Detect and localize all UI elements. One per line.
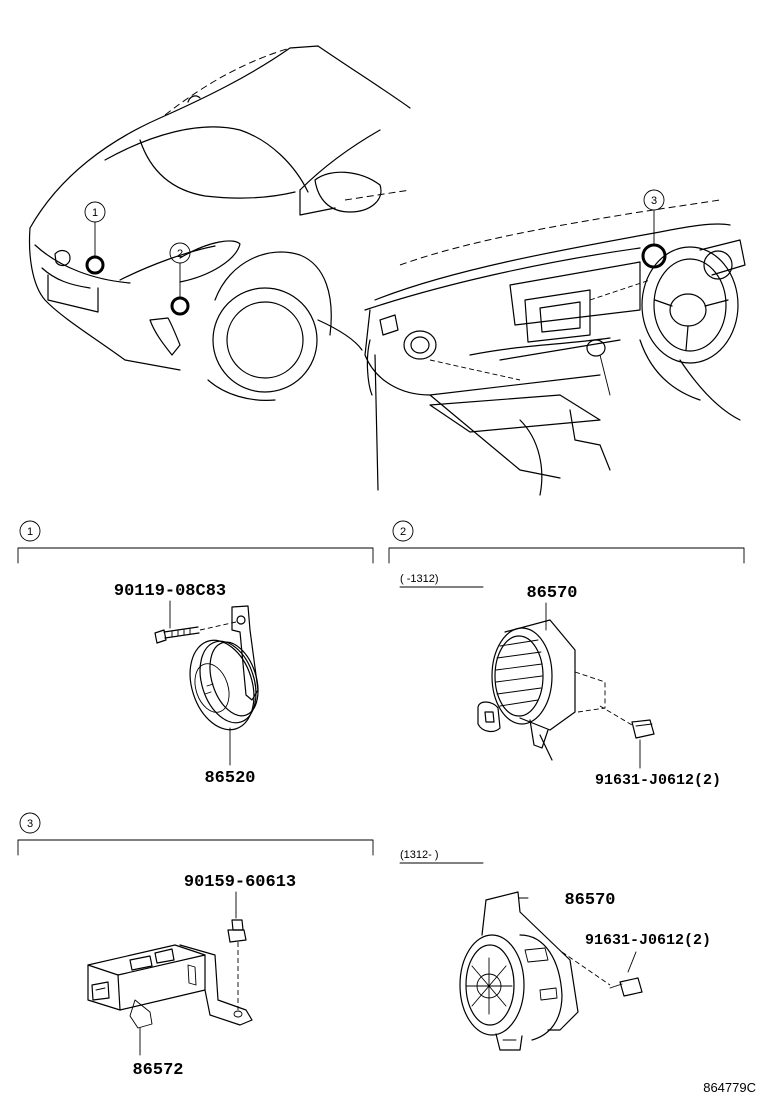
section-1-bracket [17,547,374,564]
section-3: 3 90159-60613 86572 [17,812,374,1080]
section-1-number: 1 [27,526,33,538]
screw-icon [631,719,655,739]
location-marker-2 [170,296,190,316]
part-number-86520[interactable]: 86520 [204,769,255,788]
section-2: 2 ( -1312) 86570 91631-J0612(2) (1312- ) [388,520,745,1051]
callout-bubble-1: 1 [84,201,106,223]
location-marker-3 [641,243,667,269]
section-3-badge [19,812,41,834]
horn-module-86572-icon [87,944,253,1029]
part-number-90119-08c83[interactable]: 90119-08C83 [114,582,226,601]
part-number-86570-b[interactable]: 86570 [564,891,615,910]
section-1-badge [19,520,41,542]
part-number-91631-j0612-a[interactable]: 91631-J0612(2) [595,772,721,789]
section-2-badge [392,520,414,542]
range-label-post-1312: (1312- ) [400,849,439,861]
callout-bubble-3: 3 [643,189,665,211]
part-number-90159-60613[interactable]: 90159-60613 [184,873,296,892]
dashboard-illustration [364,199,746,496]
section-3-bracket [17,839,374,856]
bolt-icon [227,919,247,943]
section-3-number: 3 [27,818,33,830]
part-number-91631-j0612-b[interactable]: 91631-J0612(2) [585,932,711,949]
part-number-86572[interactable]: 86572 [132,1061,183,1080]
range-label-pre-1312: ( -1312) [400,573,439,585]
section-1: 1 90119-08C83 86520 [17,520,374,788]
section-2-number: 2 [400,526,406,538]
callout-label-1: 1 [92,207,98,219]
horn-86570-icon [477,619,576,761]
screw-icon [609,977,643,997]
illustration-code: 864779C [703,1080,756,1095]
part-number-86570-a[interactable]: 86570 [526,584,577,603]
callout-label-3: 3 [651,195,657,207]
horn-86570-new-icon [459,891,579,1051]
callout-label-2: 2 [177,248,183,260]
horn-86520-icon [189,605,259,731]
section-2-bracket [388,547,745,564]
bolt-icon [154,626,200,644]
callout-bubble-2: 2 [169,242,191,264]
car-front-illustration [28,45,411,401]
location-marker-1 [85,255,105,275]
